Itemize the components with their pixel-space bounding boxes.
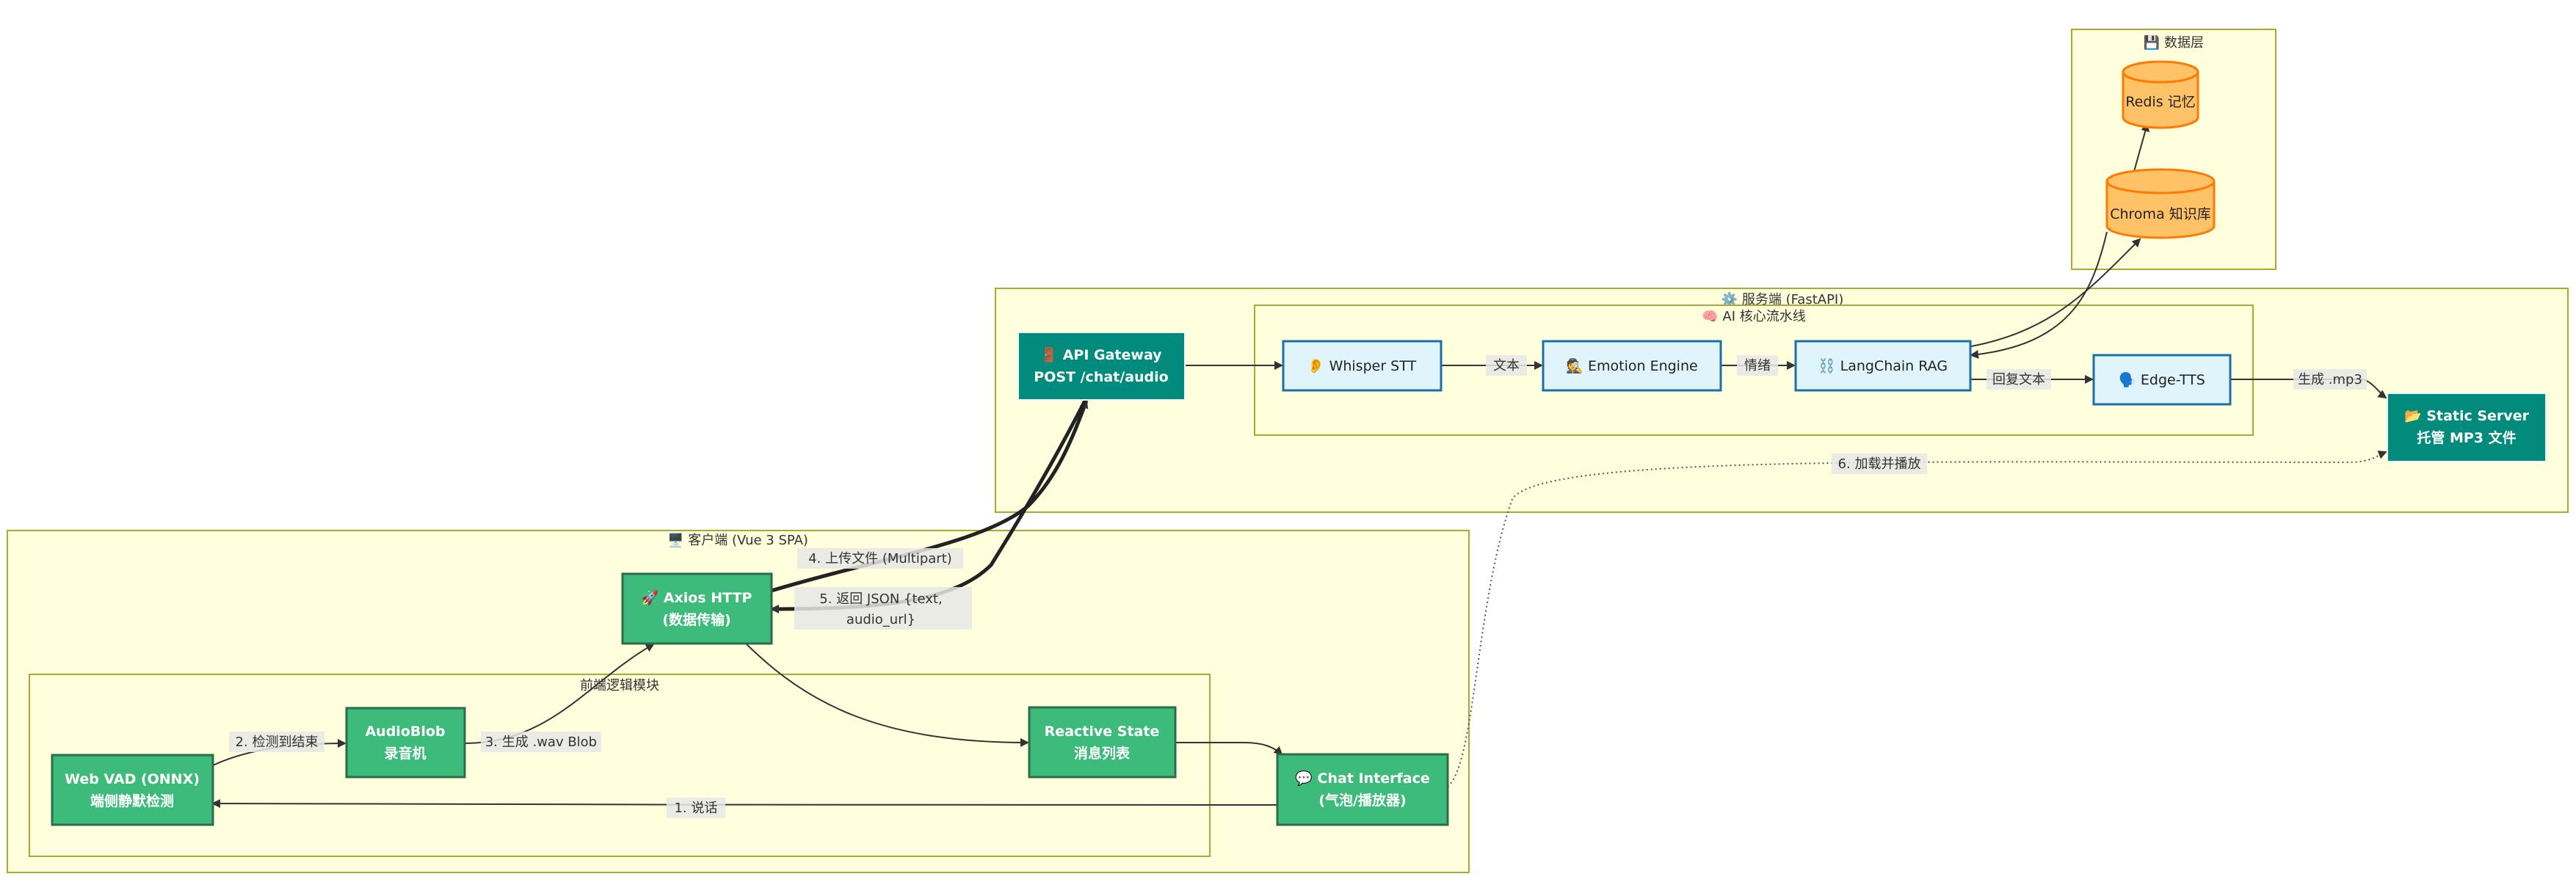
group-title-data-layer: 💾 数据层 bbox=[2144, 34, 2204, 51]
edge-label-speak: 1. 说话 bbox=[675, 801, 718, 816]
edge-label-upload: 4. 上传文件 (Multipart) bbox=[808, 551, 952, 566]
node-label-edge-tts: 🗣️ Edge-TTS bbox=[2119, 371, 2205, 388]
node-whisper-stt[interactable]: 👂 Whisper STT bbox=[1282, 340, 1443, 392]
node-redis[interactable]: Redis 记忆 bbox=[2122, 60, 2199, 129]
node-label-redis: Redis 记忆 bbox=[2125, 94, 2195, 110]
node-label-reactive-2: 消息列表 bbox=[1074, 745, 1131, 762]
edge-langchain-chroma bbox=[1970, 238, 2141, 347]
node-chat-interface[interactable]: 💬 Chat Interface (气泡/播放器) bbox=[1276, 753, 1449, 826]
node-label-vad-2: 端侧静默检测 bbox=[90, 792, 174, 809]
node-axios-http[interactable]: 🚀 Axios HTTP (数据传输) bbox=[621, 572, 773, 645]
node-label-whisper: 👂 Whisper STT bbox=[1307, 357, 1417, 374]
edge-state-chat bbox=[1175, 742, 1283, 756]
edge-chat-vad bbox=[211, 799, 1278, 809]
group-title-client: 🖥️ 客户端 (Vue 3 SPA) bbox=[667, 532, 808, 548]
node-label-chat-2: (气泡/播放器) bbox=[1318, 792, 1406, 809]
node-api-gateway[interactable]: 🚪 API Gateway POST /chat/audio bbox=[1017, 332, 1186, 401]
node-label-vad-1: Web VAD (ONNX) bbox=[65, 771, 200, 787]
node-label-static-2: 托管 MP3 文件 bbox=[2417, 429, 2516, 446]
node-edge-tts[interactable]: 🗣️ Edge-TTS bbox=[2092, 354, 2232, 406]
edge-chroma-langchain bbox=[1970, 231, 2108, 359]
edge-label-reply-text: 回复文本 bbox=[1992, 372, 2045, 387]
node-emotion-engine[interactable]: 🕵️ Emotion Engine bbox=[1542, 340, 1722, 392]
node-label-langchain: ⛓️ LangChain RAG bbox=[1818, 357, 1948, 374]
edge-labels: 文本 情绪 回复文本 生成 .mp3 6. 加载并播放 4. 上传文件 (Mul… bbox=[229, 355, 2367, 818]
node-chroma[interactable]: Chroma 知识库 bbox=[2105, 168, 2216, 239]
node-label-axios-2: (数据传输) bbox=[662, 611, 730, 628]
edge-axios-state bbox=[745, 643, 1029, 747]
node-label-chat-1: 💬 Chat Interface bbox=[1295, 770, 1429, 787]
edge-label-gen-mp3: 生成 .mp3 bbox=[2298, 372, 2362, 387]
node-label-audioblob-1: AudioBlob bbox=[365, 723, 445, 740]
group-title-frontend-logic: 前端逻辑模块 bbox=[580, 678, 659, 693]
node-label-reactive-1: Reactive State bbox=[1045, 723, 1160, 740]
node-web-vad[interactable]: Web VAD (ONNX) 端侧静默检测 bbox=[51, 754, 214, 826]
group-title-server: ⚙️ 服务端 (FastAPI) bbox=[1721, 291, 1844, 307]
edge-label-load-play: 6. 加载并播放 bbox=[1838, 456, 1921, 472]
node-label-chroma: Chroma 知识库 bbox=[2110, 206, 2211, 222]
edge-label-return-json-1: 5. 返回 JSON {text, bbox=[819, 591, 942, 607]
node-label-emotion: 🕵️ Emotion Engine bbox=[1566, 357, 1697, 374]
node-label-api-gateway-2: POST /chat/audio bbox=[1034, 369, 1168, 385]
node-audioblob[interactable]: AudioBlob 录音机 bbox=[345, 707, 466, 779]
edge-label-detect-end: 2. 检测到结束 bbox=[236, 735, 319, 750]
node-reactive-state[interactable]: Reactive State 消息列表 bbox=[1028, 706, 1177, 779]
node-label-audioblob-2: 录音机 bbox=[384, 745, 426, 762]
edge-label-text: 文本 bbox=[1493, 358, 1520, 373]
group-title-ai-pipeline: 🧠 AI 核心流水线 bbox=[1702, 309, 1805, 324]
edge-label-gen-wav: 3. 生成 .wav Blob bbox=[485, 735, 597, 750]
edge-chroma-redis bbox=[2133, 123, 2150, 175]
node-static-server[interactable]: 📂 Static Server 托管 MP3 文件 bbox=[2387, 393, 2547, 462]
node-label-static-1: 📂 Static Server bbox=[2404, 408, 2530, 424]
node-label-axios-1: 🚀 Axios HTTP bbox=[642, 589, 752, 606]
node-langchain-rag[interactable]: ⛓️ LangChain RAG bbox=[1794, 340, 1972, 392]
node-label-api-gateway-1: 🚪 API Gateway bbox=[1040, 346, 1162, 363]
edge-label-return-json-2: audio_url} bbox=[846, 612, 915, 627]
edge-label-emotion: 情绪 bbox=[1744, 358, 1771, 373]
group-frontend-logic: 前端逻辑模块 bbox=[29, 674, 1211, 857]
